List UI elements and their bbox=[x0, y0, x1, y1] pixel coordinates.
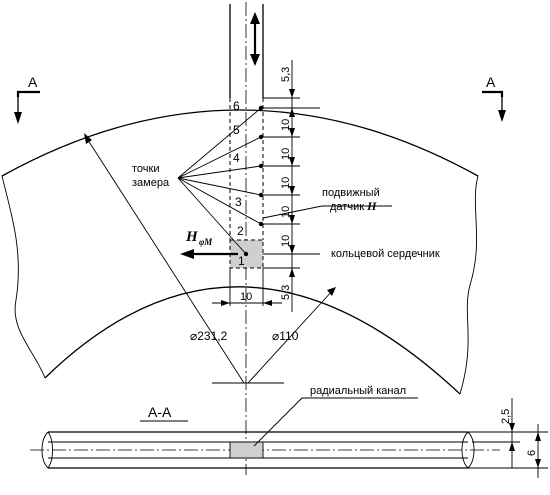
section-title: A-A bbox=[148, 404, 172, 420]
dim-section-thickness: 6 bbox=[526, 450, 538, 456]
dim-spacing-3: 10 bbox=[280, 177, 292, 189]
dim-spacing-5: 10 bbox=[280, 235, 292, 247]
radial-channel-leader bbox=[253, 397, 303, 447]
section-mark-left-letter: A bbox=[28, 74, 38, 90]
point-label-3: 3 bbox=[235, 195, 242, 209]
measure-points-label-line1: точки bbox=[132, 163, 159, 175]
point-label-6: 6 bbox=[233, 99, 240, 113]
sensor-leader bbox=[262, 205, 323, 219]
width-arrow-left bbox=[221, 300, 230, 306]
dim-inner-diameter: ⌀110 bbox=[272, 329, 299, 343]
sensor-label-line2: датчик H bbox=[330, 199, 377, 213]
section-mark-right-letter: A bbox=[486, 74, 496, 90]
movement-arrow bbox=[250, 12, 260, 66]
width-arrow-right bbox=[263, 300, 272, 306]
field-subscript: φM bbox=[199, 237, 213, 247]
dim-top-gap: 5,3 bbox=[280, 67, 292, 82]
point-label-5: 5 bbox=[233, 123, 240, 137]
dim-bottom-gap: 5,3 bbox=[280, 285, 292, 300]
section-mark-left: A bbox=[14, 74, 40, 124]
inner-diameter-line bbox=[247, 289, 334, 384]
section-thickness-arrow-top bbox=[535, 432, 541, 441]
outer-ring-arc bbox=[1, 109, 479, 177]
ring-core-label: кольцевой сердечник bbox=[331, 248, 440, 260]
inner-ring-arc bbox=[44, 286, 461, 395]
dim-section-gap: 2,5 bbox=[500, 409, 512, 424]
dim-spacing-1: 10 bbox=[280, 119, 292, 131]
section-gap-arrow-top bbox=[509, 423, 515, 432]
section-thickness-arrow-bottom bbox=[535, 459, 541, 468]
section-view bbox=[30, 431, 500, 469]
inner-diameter-arrow bbox=[327, 287, 336, 296]
dimension-chain-ticks bbox=[289, 89, 295, 277]
measurement-dots bbox=[243, 105, 264, 257]
sensor-symbol: H bbox=[366, 199, 377, 213]
measure-points-label-line2: замера bbox=[132, 177, 170, 189]
dim-width: 10 bbox=[240, 291, 252, 303]
point-label-1: 1 bbox=[238, 254, 245, 268]
right-break-line bbox=[459, 175, 479, 395]
outer-diameter-line bbox=[85, 136, 245, 384]
sensor-label-word: датчик bbox=[330, 201, 364, 213]
point-label-4: 4 bbox=[233, 151, 240, 165]
point-label-2: 2 bbox=[237, 224, 244, 238]
dim-spacing-2: 10 bbox=[280, 148, 292, 160]
outer-diameter-arrow bbox=[84, 133, 92, 144]
field-symbol: H bbox=[185, 229, 199, 245]
measure-points-leaders bbox=[177, 107, 262, 255]
section-sensor-square bbox=[229, 441, 264, 459]
section-gap-arrow-bottom bbox=[509, 442, 515, 451]
dim-outer-diameter: ⌀231,2 bbox=[190, 329, 228, 343]
dim-outer-diameter-value: 231,2 bbox=[197, 329, 227, 343]
sensor-label-line1: подвижный bbox=[322, 187, 380, 199]
section-mark-right: A bbox=[482, 74, 506, 122]
dim-spacing-4: 10 bbox=[280, 206, 292, 218]
left-break-line bbox=[1, 175, 46, 379]
dim-inner-diameter-value: 110 bbox=[279, 329, 298, 343]
field-arrow bbox=[180, 249, 238, 259]
radial-channel-label: радиальный канал bbox=[310, 385, 406, 397]
